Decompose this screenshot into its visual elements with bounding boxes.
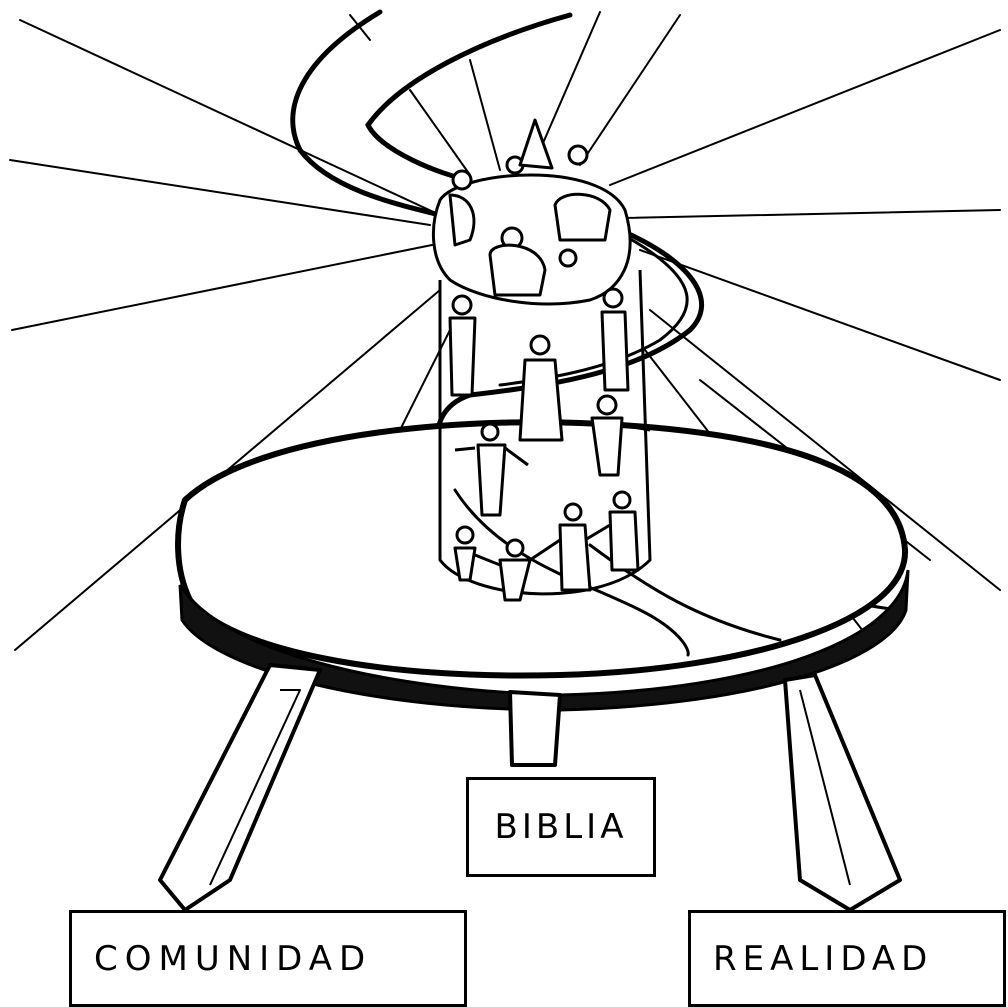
comunidad-label: COMUNIDAD: [94, 939, 372, 979]
comunidad-label-box: COMUNIDAD: [69, 910, 467, 1007]
biblia-label-box: BIBLIA: [466, 777, 656, 877]
realidad-label-box: REALIDAD: [688, 910, 1006, 1007]
biblia-label: BIBLIA: [495, 807, 628, 847]
realidad-label: REALIDAD: [713, 939, 933, 979]
